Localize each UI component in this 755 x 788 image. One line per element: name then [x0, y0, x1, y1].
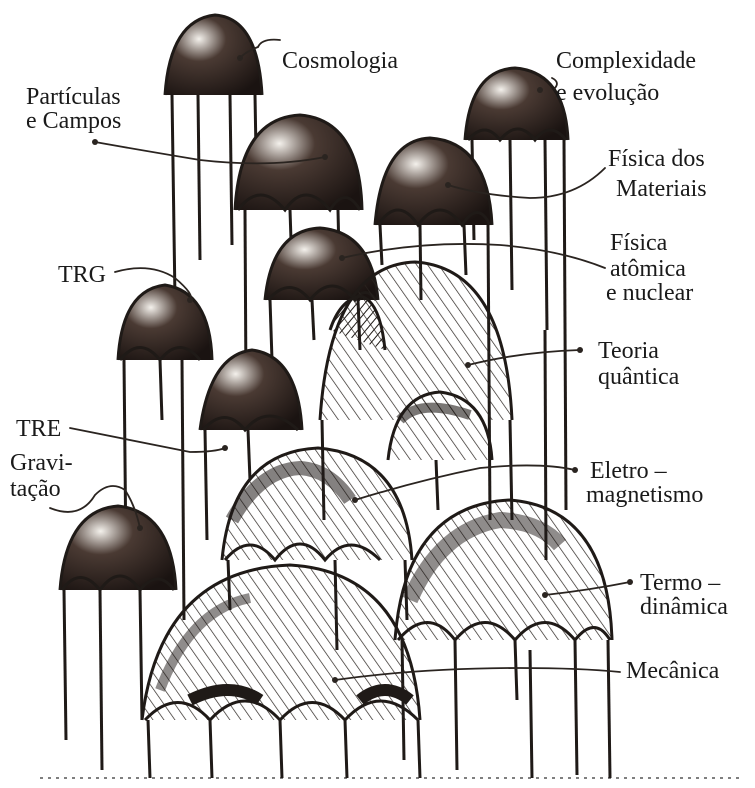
label-trg: TRG [58, 262, 106, 288]
label-atomica-line1: Física [610, 230, 668, 256]
label-termodinamica-line2: dinâmica [640, 594, 728, 620]
label-cosmologia: Cosmologia [282, 48, 398, 74]
column-line [545, 330, 546, 560]
label-atomica-line3: e nuclear [606, 280, 693, 306]
label-complexidade-line1: Complexidade [556, 48, 696, 74]
label-termodinamica-line1: Termo – [640, 570, 721, 596]
dome-termodinamica [395, 500, 612, 778]
dome-quantica-lower [388, 392, 492, 510]
label-complexidade-line2: e evolução [556, 80, 659, 106]
label-particulas-line2: e Campos [26, 108, 121, 134]
label-eletromagnetismo-line1: Eletro – [590, 458, 668, 484]
label-gravitacao-line2: tação [10, 476, 61, 502]
leader-tre [70, 428, 225, 452]
leader-cosmologia [258, 40, 280, 47]
column-line [530, 650, 532, 778]
label-particulas-line1: Partículas [26, 84, 121, 110]
label-materiais-line1: Física dos [608, 146, 705, 172]
dome-gravitacao [60, 506, 176, 770]
label-atomica-line2: atômica [610, 256, 686, 282]
label-quantica-line1: Teoria [598, 338, 659, 364]
label-eletromagnetismo-line2: magnetismo [586, 482, 703, 508]
label-gravitacao-line1: Gravi- [10, 450, 73, 476]
label-mecanica: Mecânica [626, 658, 720, 684]
label-tre: TRE [16, 416, 61, 442]
label-materiais-line2: Materiais [616, 176, 707, 202]
label-quantica-line2: quântica [598, 364, 680, 390]
